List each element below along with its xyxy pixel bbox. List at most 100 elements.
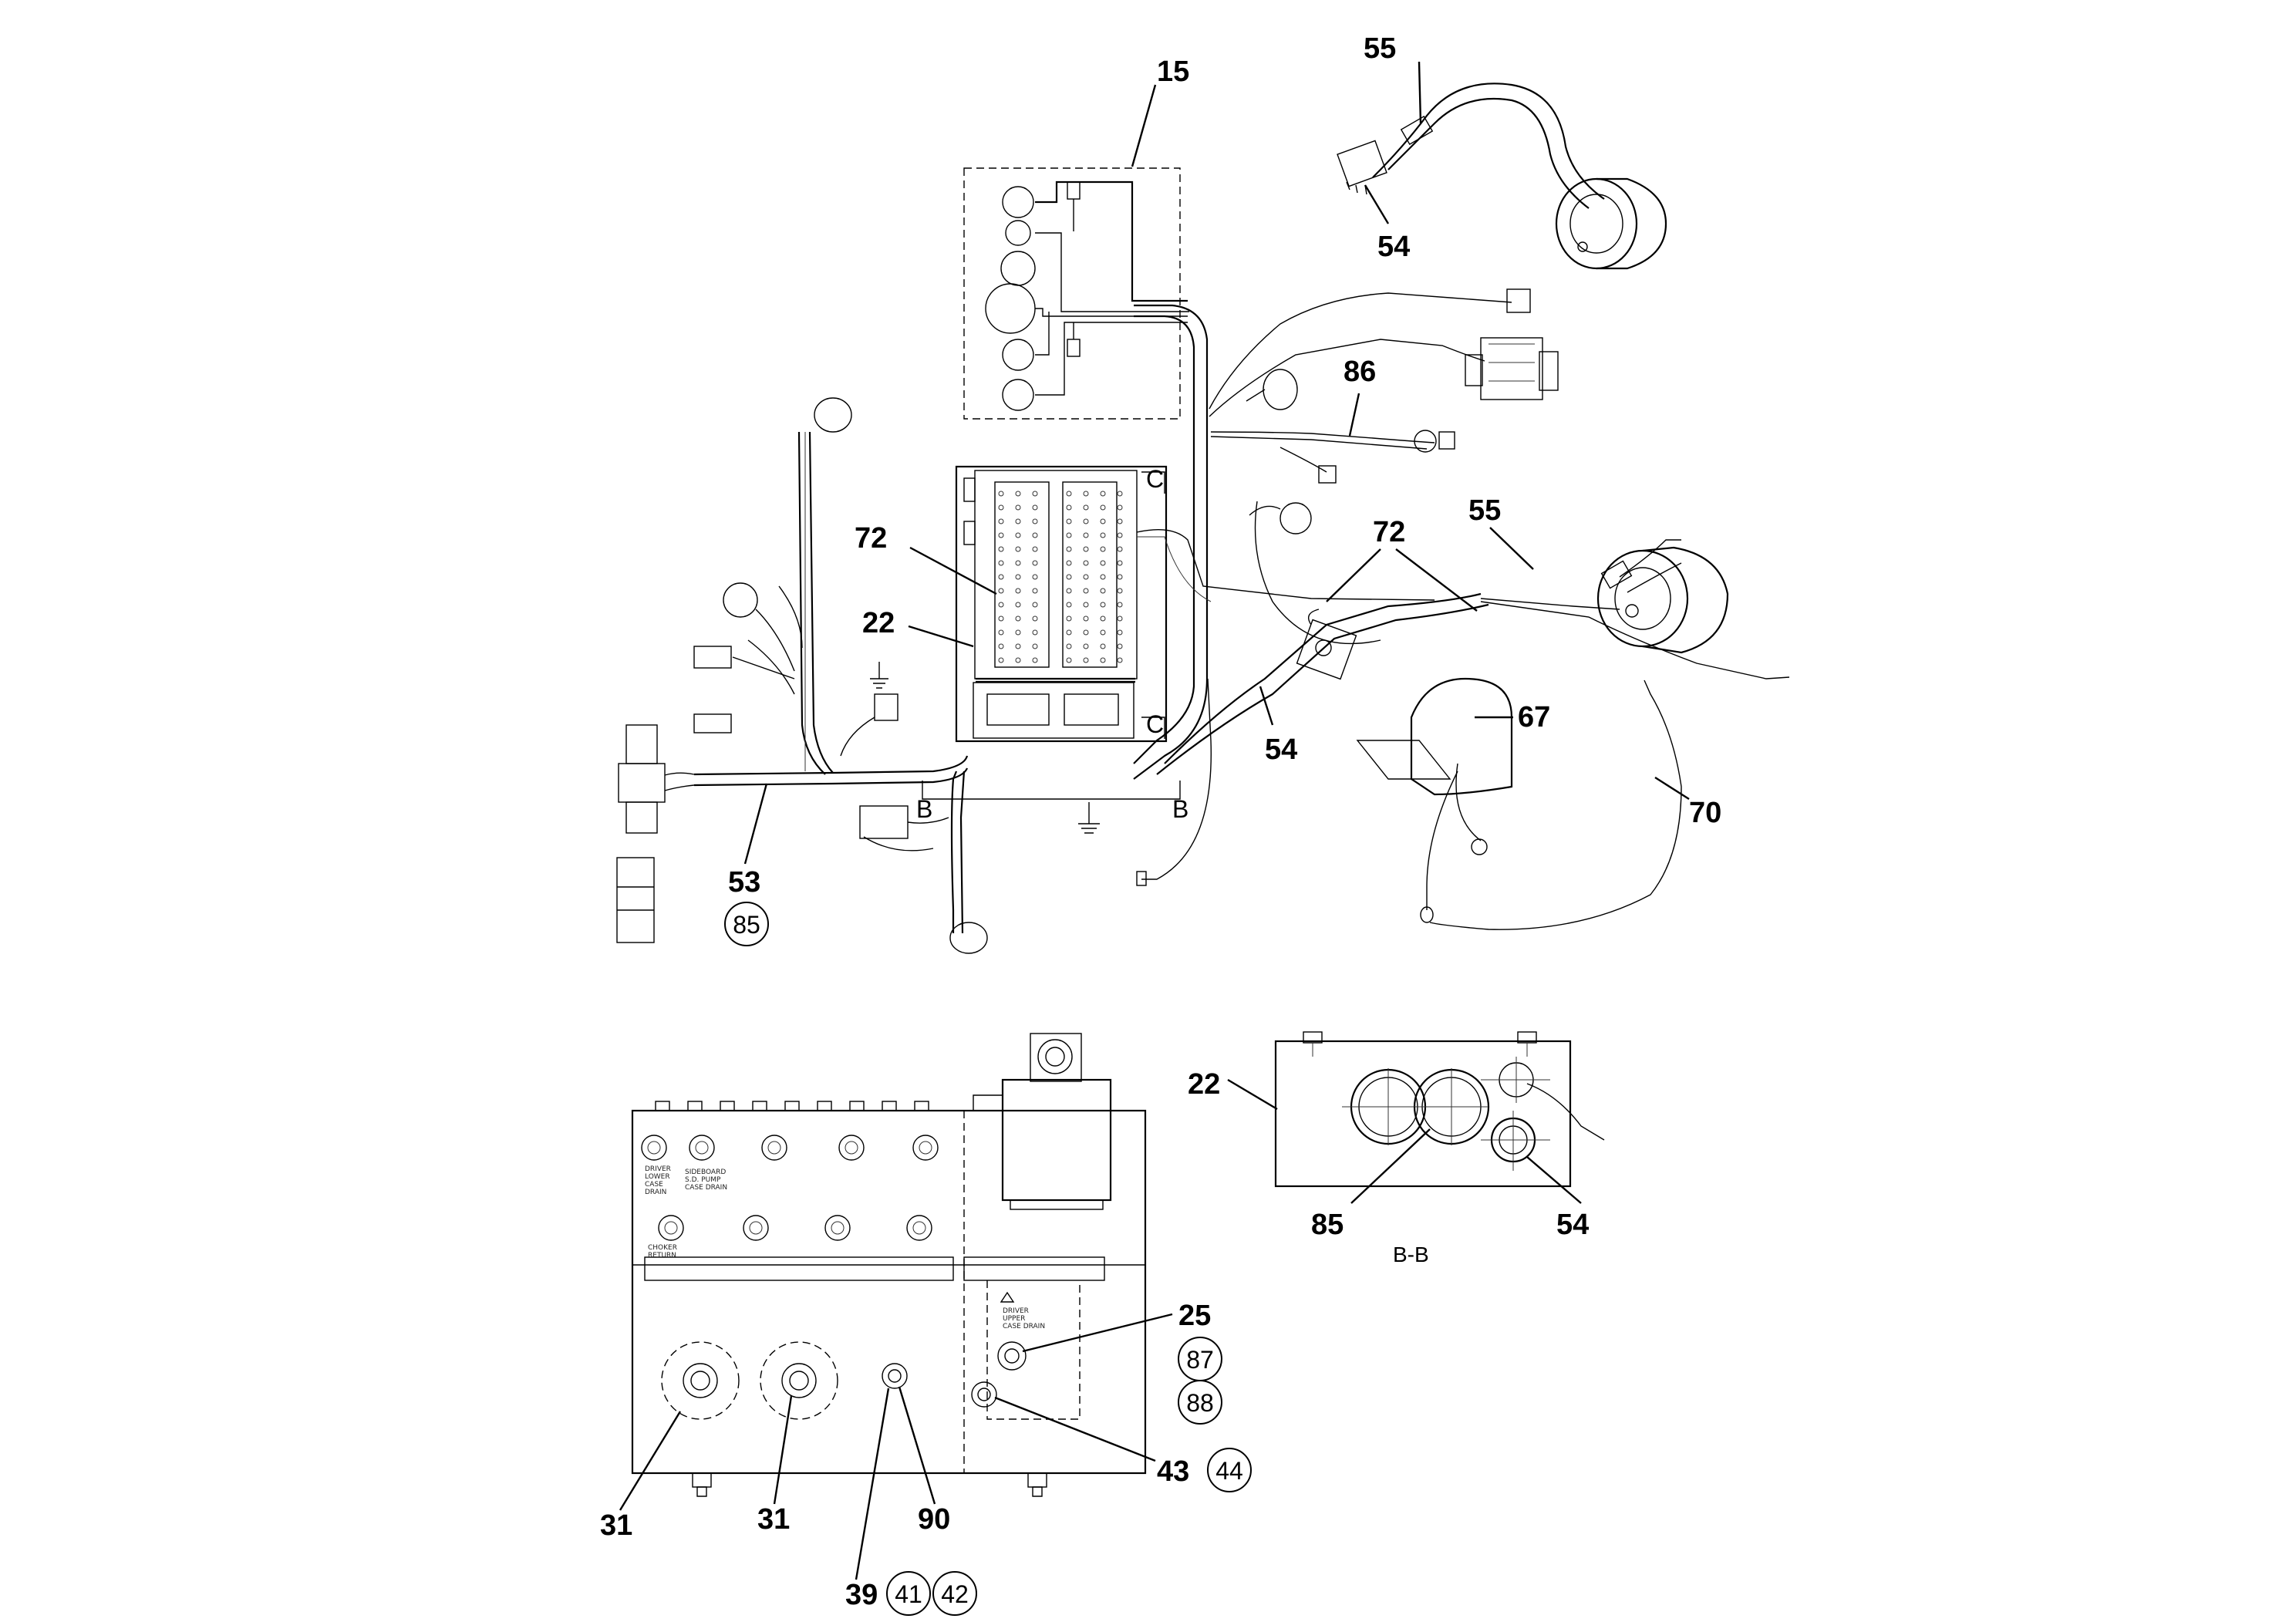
terminal-stud xyxy=(1117,546,1123,552)
section-mark-c-top: C xyxy=(1146,465,1164,493)
terminal-stud xyxy=(1083,588,1089,594)
terminal-stud xyxy=(1100,643,1106,649)
port-bore xyxy=(845,1141,858,1155)
terminal-stud xyxy=(1032,491,1038,497)
section-mark-b-left: B xyxy=(916,795,932,823)
callout-86: 86 xyxy=(1344,356,1376,388)
terminal-stud xyxy=(1100,629,1106,636)
terminal-stud xyxy=(1083,532,1089,538)
terminal-stud xyxy=(998,643,1004,649)
terminal-stud xyxy=(1083,518,1089,524)
terminal-stud xyxy=(1100,518,1106,524)
terminal-stud xyxy=(1100,504,1106,511)
terminal-stud xyxy=(1015,657,1021,663)
terminal-stud xyxy=(1015,560,1021,566)
callout-67: 67 xyxy=(1518,701,1550,733)
port-bore xyxy=(664,1221,678,1235)
callout-54-section: 54 xyxy=(1556,1209,1589,1241)
port-bore xyxy=(695,1141,709,1155)
terminal-stud xyxy=(1066,532,1072,538)
terminal-stud xyxy=(998,602,1004,608)
terminal-stud xyxy=(1032,518,1038,524)
terminal-stud xyxy=(1083,560,1089,566)
terminal-studs xyxy=(998,491,1123,663)
terminal-stud xyxy=(1032,602,1038,608)
svg-text:S.D. PUMP: S.D. PUMP xyxy=(685,1176,721,1184)
callout-labels: 15 55 54 86 72 22 72 55 54 67 70 53 85 2… xyxy=(600,32,1721,1616)
terminal-stud xyxy=(998,532,1004,538)
terminal-stud xyxy=(1083,602,1089,608)
callout-72-left: 72 xyxy=(855,522,887,555)
terminal-stud xyxy=(1015,518,1021,524)
bolt-head xyxy=(687,1101,703,1111)
callout-72-right: 72 xyxy=(1373,516,1405,548)
terminal-stud xyxy=(1117,518,1123,524)
terminal-stud xyxy=(1032,588,1038,594)
terminal-stud xyxy=(1066,602,1072,608)
section-b-b-view: B-B xyxy=(1274,1031,1605,1266)
control-panel-15 xyxy=(963,167,1189,420)
terminal-stud xyxy=(1066,560,1072,566)
callout-55-upper: 55 xyxy=(1364,32,1396,65)
terminal-stud xyxy=(1066,588,1072,594)
callout-54-lower: 54 xyxy=(1265,733,1297,766)
terminal-stud xyxy=(1117,657,1123,663)
port-bore xyxy=(919,1141,932,1155)
bolt-head xyxy=(720,1101,735,1111)
terminal-stud xyxy=(1100,602,1106,608)
bolt-head xyxy=(882,1101,897,1111)
terminal-stud xyxy=(998,574,1004,580)
terminal-stud xyxy=(1015,491,1021,497)
terminal-stud xyxy=(1066,615,1072,622)
terminal-stud xyxy=(1083,546,1089,552)
svg-text:UPPER: UPPER xyxy=(1003,1315,1025,1323)
svg-text:DRAIN: DRAIN xyxy=(645,1189,666,1196)
wiring-harness-53 xyxy=(616,397,969,943)
callout-41: 41 xyxy=(895,1580,922,1608)
terminal-stud xyxy=(1032,615,1038,622)
section-mark-c-bottom: C xyxy=(1146,710,1164,738)
terminal-stud xyxy=(1015,615,1021,622)
horn-67 xyxy=(1356,677,1682,930)
svg-text:CHOKER: CHOKER xyxy=(648,1244,677,1252)
terminal-stud xyxy=(1066,657,1072,663)
terminal-stud xyxy=(998,629,1004,636)
callout-70: 70 xyxy=(1689,797,1721,829)
terminal-stud xyxy=(1083,491,1089,497)
terminal-stud xyxy=(1066,518,1072,524)
section-caption: B-B xyxy=(1393,1243,1429,1266)
relay-near-54 xyxy=(1296,609,1357,680)
filter-canister xyxy=(973,1033,1112,1210)
terminal-stud xyxy=(1100,546,1106,552)
port-fitting xyxy=(838,1135,865,1161)
terminal-stud xyxy=(1083,574,1089,580)
terminal-stud xyxy=(1083,504,1089,511)
bolt-head xyxy=(849,1101,865,1111)
terminal-stud xyxy=(1015,574,1021,580)
callout-87: 87 xyxy=(1186,1346,1214,1374)
callout-15: 15 xyxy=(1157,56,1189,88)
top-bolts xyxy=(655,1101,929,1111)
bolt-head xyxy=(914,1101,929,1111)
terminal-stud xyxy=(1117,602,1123,608)
terminal-stud xyxy=(1032,504,1038,511)
svg-text:LOWER: LOWER xyxy=(645,1173,670,1181)
wiring-harness-54 xyxy=(1156,592,1790,775)
callout-25: 25 xyxy=(1178,1300,1211,1332)
terminal-stud xyxy=(1117,629,1123,636)
bolt-head xyxy=(817,1101,832,1111)
port-fitting xyxy=(689,1135,715,1161)
terminal-stud xyxy=(998,504,1004,511)
motor-55-upper xyxy=(1337,83,1667,270)
terminal-stud xyxy=(1117,574,1123,580)
terminal-stud xyxy=(1032,560,1038,566)
callout-55-lower: 55 xyxy=(1468,494,1501,527)
terminal-stud xyxy=(1083,629,1089,636)
port-bore xyxy=(767,1141,781,1155)
bolt-head xyxy=(655,1101,670,1111)
port-fitting xyxy=(906,1215,932,1241)
terminal-stud xyxy=(1083,643,1089,649)
terminal-stud xyxy=(998,546,1004,552)
terminal-stud xyxy=(1117,491,1123,497)
port-fitting xyxy=(761,1135,787,1161)
